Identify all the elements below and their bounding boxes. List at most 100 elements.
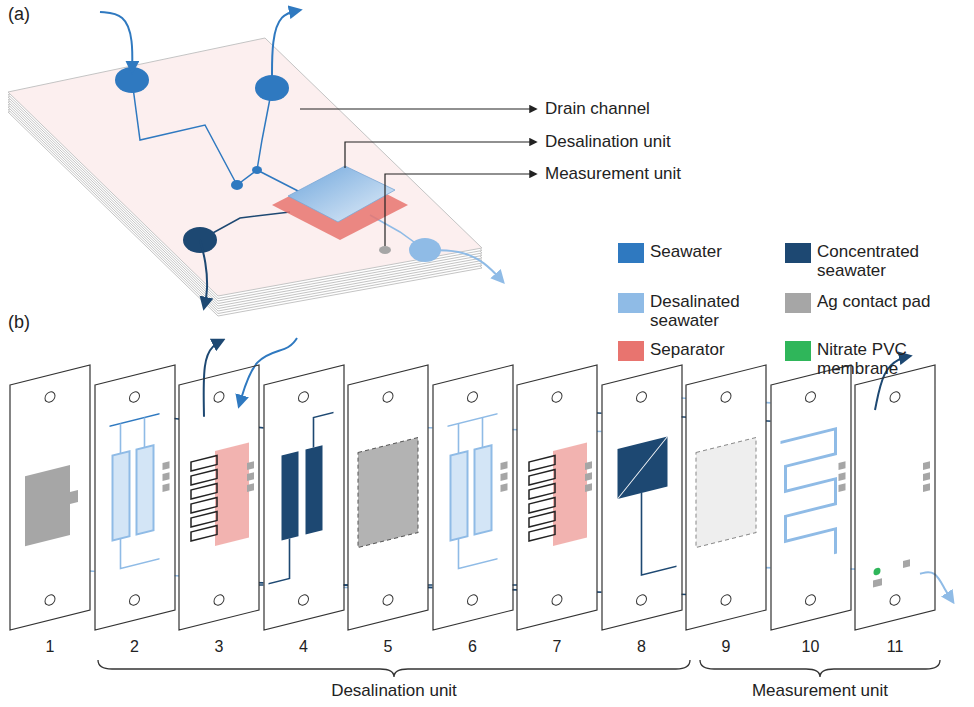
ag-pad — [501, 461, 508, 470]
sheet-outline — [9, 360, 93, 660]
legend-swatch — [785, 293, 811, 313]
ag-pad — [247, 483, 254, 492]
desalination-chamber — [137, 445, 154, 534]
sheet-border — [771, 365, 851, 630]
alignment-hole — [130, 391, 140, 403]
legend-swatch — [785, 243, 811, 263]
divider — [618, 437, 668, 499]
alignment-hole — [552, 391, 562, 403]
layer-number: 11 — [887, 638, 904, 656]
channel — [269, 539, 290, 584]
callout-text: Drain channel — [545, 99, 650, 119]
legend-text: Separator — [650, 340, 772, 359]
channel — [110, 414, 160, 426]
alignment-hole — [130, 594, 140, 607]
legend-item: Concentrated seawater — [785, 243, 907, 281]
alignment-hole — [299, 594, 309, 607]
sheet-ground — [602, 365, 682, 630]
sheet-ground — [771, 365, 851, 630]
flow-arrow — [100, 12, 132, 72]
desalination-chamber — [475, 445, 492, 534]
ag-pad — [839, 461, 846, 470]
desalination-chamber — [451, 451, 468, 540]
layer-number: 1 — [46, 638, 55, 656]
electrode-window — [529, 498, 555, 513]
sheet-outline — [263, 360, 347, 660]
ag-electrode — [696, 438, 756, 548]
nitrate-membrane — [874, 567, 881, 576]
alignment-hole — [806, 594, 816, 607]
seawater-channel — [237, 170, 300, 192]
alignment-hole — [721, 391, 731, 403]
desalination-chamber — [113, 451, 130, 540]
separator — [553, 443, 587, 546]
alignment-hole — [299, 391, 309, 403]
ag-pad — [501, 472, 508, 481]
layer-sheet — [686, 365, 766, 630]
layer-sheet: 4 — [263, 360, 347, 660]
flow-arrow — [200, 240, 207, 308]
alignment-hole — [468, 594, 478, 607]
sheet-border — [179, 365, 259, 630]
sheet-border — [348, 365, 428, 630]
layer-sheet: 5 — [347, 360, 431, 660]
sheet-border — [686, 365, 766, 630]
sheet-outline — [854, 360, 938, 660]
sheet-outline — [770, 360, 854, 660]
alignment-hole — [214, 391, 224, 403]
channel — [144, 418, 146, 448]
alignment-hole — [214, 594, 224, 607]
alignment-hole — [383, 594, 393, 607]
channel — [121, 529, 160, 569]
ag-pad — [923, 483, 930, 492]
layer-sheet — [855, 365, 935, 630]
layer-number: 8 — [637, 638, 646, 656]
alignment-hole — [468, 391, 478, 403]
ag-pad — [903, 559, 910, 568]
alignment-hole — [552, 594, 562, 607]
ag-pad — [873, 578, 882, 587]
channel — [458, 424, 460, 454]
electrode-window — [529, 526, 555, 541]
layer-sheet — [517, 365, 597, 630]
bracket — [98, 660, 690, 677]
layer-number: 7 — [553, 638, 562, 656]
layer-sheet — [348, 365, 428, 630]
alignment-hole — [890, 391, 900, 403]
legend-item: Desalinated seawater — [618, 293, 740, 331]
concentrate-chamber — [618, 437, 668, 499]
seawater-channel — [132, 80, 237, 185]
junction — [252, 166, 262, 174]
alignment-hole — [637, 391, 647, 403]
layer-sheet: 9 — [685, 360, 769, 660]
ag-pad — [839, 472, 846, 481]
sheet-outline — [516, 360, 600, 660]
legend-text: Ag contact pad — [817, 292, 939, 311]
sheet-border — [10, 365, 90, 630]
ag-pad — [585, 472, 592, 481]
electrode-window — [191, 512, 217, 527]
ag-pad — [839, 483, 846, 492]
panel-label: (b) — [8, 312, 30, 332]
channel — [448, 414, 498, 426]
concentrate-chamber — [306, 445, 323, 534]
layer-number: 9 — [722, 638, 731, 656]
layer-sheet: 6 — [432, 360, 516, 660]
bracket-label: Measurement unit — [752, 681, 888, 701]
electrode-window — [191, 526, 217, 541]
ag-pad — [585, 483, 592, 492]
layer-sheet — [179, 365, 259, 630]
layer-number: 5 — [384, 638, 393, 656]
legend-item: Seawater — [618, 243, 740, 262]
legend-item: Ag contact pad — [785, 293, 907, 312]
sheet-outline — [685, 360, 769, 660]
ag-pad — [501, 483, 508, 492]
leader-line — [345, 142, 536, 168]
ag-pad — [923, 461, 930, 470]
layer-sheet: 2 — [94, 360, 178, 660]
legend-swatch — [618, 243, 644, 263]
sheet-border — [855, 365, 935, 630]
flow-arrow — [272, 10, 300, 80]
ag-electrode — [25, 465, 70, 546]
